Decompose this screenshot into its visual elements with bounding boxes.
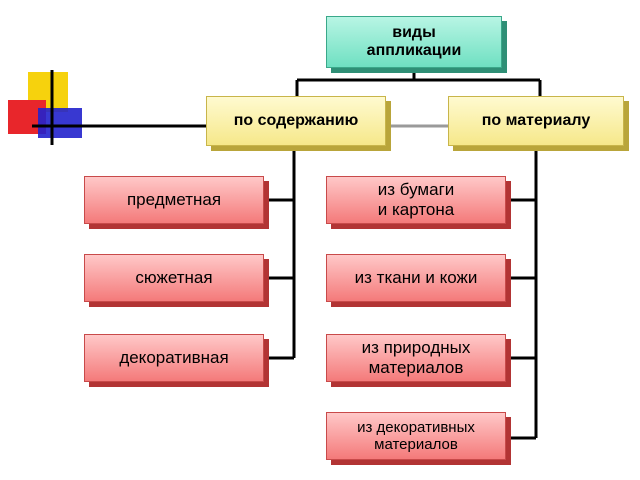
leaf-label: из бумаги и картона [377, 180, 455, 219]
leaf-label: из ткани и кожи [354, 268, 478, 288]
leaf-label: из природных материалов [361, 338, 471, 377]
leaf-plot: сюжетная [84, 254, 264, 302]
leaf-paper-cardboard: из бумаги и картона [326, 176, 506, 224]
leaf-decorative: декоративная [84, 334, 264, 382]
category-by-material: по материалу [448, 96, 624, 146]
leaf-fabric-leather: из ткани и кожи [326, 254, 506, 302]
leaf-label: предметная [126, 190, 222, 210]
root-label: виды аппликации [366, 23, 462, 59]
leaf-decorative-materials: из декоративных материалов [326, 412, 506, 460]
category-label: по материалу [481, 111, 591, 129]
leaf-label: декоративная [119, 348, 229, 368]
leaf-label: из декоративных материалов [357, 418, 475, 453]
decorative-squares-logo [8, 70, 95, 145]
category-by-content: по содержанию [206, 96, 386, 146]
leaf-label: сюжетная [135, 268, 213, 288]
root-node: виды аппликации [326, 16, 502, 68]
leaf-natural-materials: из природных материалов [326, 334, 506, 382]
category-label: по содержанию [233, 111, 359, 129]
leaf-subject: предметная [84, 176, 264, 224]
